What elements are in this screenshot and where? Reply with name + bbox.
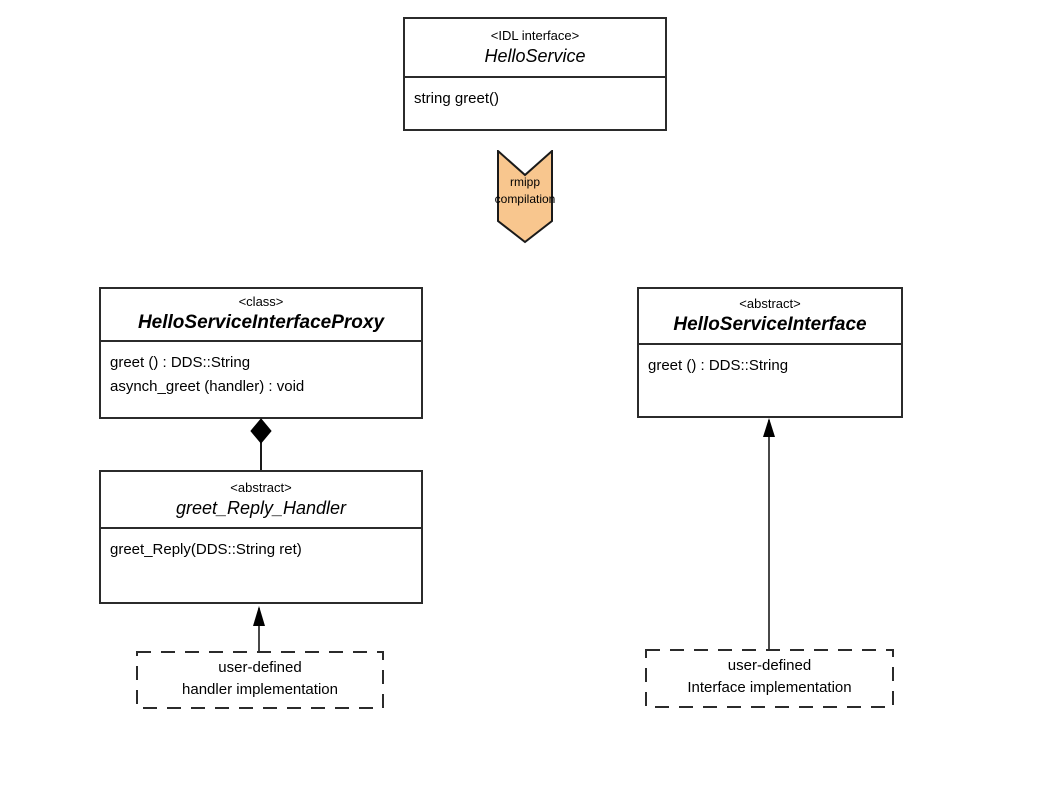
dashed-border [136,651,384,709]
composition-diamond-connector [250,418,272,471]
interface-implementation-label: user-defined Interface implementation [645,649,894,699]
proxy-class-box: <class> HelloServiceInterfaceProxy greet… [99,287,423,419]
label-line1: user-defined [218,659,302,676]
class-box-header: <IDL interface> HelloService [405,19,665,78]
stereotype-label: <IDL interface> [490,28,580,43]
class-box-methods: greet_Reply(DDS::String ret) [101,529,421,571]
label-line1: user-defined [727,657,812,674]
generalization-arrow-handler [253,606,265,652]
method-label: greet () : DDS::String [648,357,789,374]
label-line2: Interface implementation [687,679,852,696]
handler-class-box: <abstract> greet_Reply_Handler greet_Rep… [99,470,423,604]
label-line2: handler implementation [182,681,338,698]
chevron-down-icon [497,150,553,244]
class-name-label: HelloService [484,46,586,66]
dashed-border [645,649,894,708]
class-box-header: <abstract> greet_Reply_Handler [101,472,421,529]
abstract-interface-class-box: <abstract> HelloServiceInterface greet (… [637,287,903,418]
rmipp-compilation-arrow: rmipp compilation [481,150,569,246]
class-box-header: <class> HelloServiceInterfaceProxy [101,289,421,342]
method-label: string greet() [414,90,500,107]
stereotype-label: <abstract> [739,296,801,311]
chevron-label-line1: rmipp [509,175,540,189]
class-box-header: <abstract> HelloServiceInterface [639,289,901,345]
generalization-arrow-interface [763,418,775,650]
interface-implementation-box: user-defined Interface implementation [645,649,894,708]
handler-implementation-label: user-defined handler implementation [136,651,384,701]
method-label: greet () : DDS::String [110,354,251,371]
chevron-label-line2: compilation [494,192,556,206]
class-box-methods: greet () : DDS::String asynch_greet (han… [101,342,421,408]
class-name-label: greet_Reply_Handler [175,498,347,518]
class-box-methods: greet () : DDS::String [639,345,901,387]
method-label: greet_Reply(DDS::String ret) [110,541,302,558]
class-name-label: HelloServiceInterfaceProxy [137,312,385,333]
chevron-label: rmipp compilation [481,174,569,208]
idl-interface-class-box: <IDL interface> HelloService string gree… [403,17,667,131]
class-name-label: HelloServiceInterface [673,314,867,335]
stereotype-label: <class> [238,294,284,309]
stereotype-label: <abstract> [230,480,292,495]
method-label: asynch_greet (handler) : void [110,378,305,395]
handler-implementation-box: user-defined handler implementation [136,651,384,709]
class-box-methods: string greet() [405,78,665,120]
